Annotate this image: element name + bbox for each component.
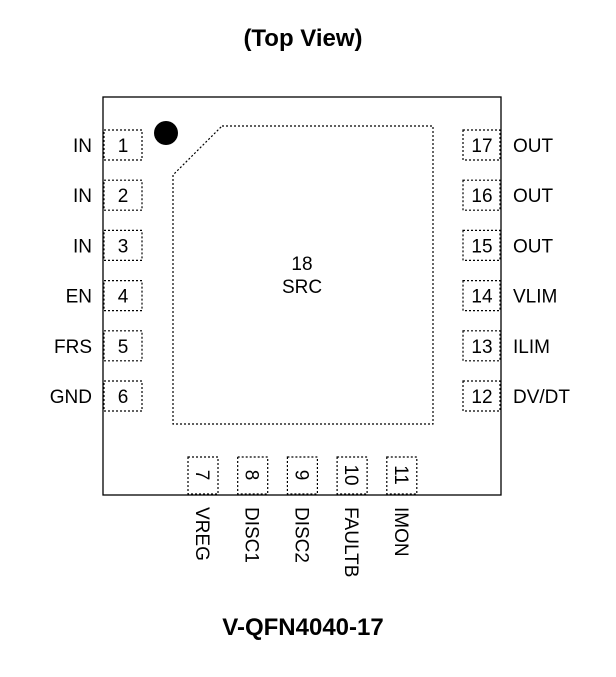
pin-14-label: VLIM — [513, 287, 557, 308]
pin-15-pad — [462, 229, 501, 261]
pin-15-number: 15 — [471, 236, 492, 257]
pin-17-pad — [462, 129, 501, 161]
pin-5-number: 5 — [118, 337, 129, 358]
pin-13-number: 13 — [471, 337, 492, 358]
pin-4-pad — [103, 280, 143, 312]
pin-1-pad — [103, 129, 143, 161]
exposed-pad-number: 18 — [291, 254, 312, 275]
pin-3-label: IN — [73, 236, 92, 257]
pin-15-label: OUT — [513, 236, 554, 257]
pin-17-label: OUT — [513, 136, 554, 157]
pin-6-pad — [103, 380, 143, 412]
pin-5-label: FRS — [54, 337, 92, 358]
pin-16-label: OUT — [513, 186, 554, 207]
pin-13-label: ILIM — [513, 337, 550, 358]
pin-9-number: 9 — [290, 470, 311, 481]
pin-4-number: 4 — [118, 287, 129, 308]
pin-13-pad — [462, 330, 501, 362]
pin-12-label: DV/DT — [513, 387, 570, 408]
package-name: V-QFN4040-17 — [222, 614, 383, 641]
pin-7-number: 7 — [191, 470, 212, 481]
pin-6-label: GND — [50, 387, 92, 408]
package-body — [102, 96, 502, 496]
exposed-pad-name: SRC — [282, 277, 322, 298]
pin-11-number: 11 — [390, 465, 411, 485]
pin-11-label: IMON — [390, 507, 411, 557]
pin-4-label: EN — [66, 287, 92, 308]
pin-2-label: IN — [73, 186, 92, 207]
exposed-pad-outline — [172, 125, 434, 425]
pin-10-pad — [336, 456, 368, 495]
pin-10-label: FAULTB — [340, 507, 361, 577]
pin-7-pad — [187, 456, 219, 495]
pin-16-pad — [462, 179, 501, 211]
pin-12-pad — [462, 380, 501, 412]
pin-9-pad — [286, 456, 318, 495]
pin-1-number: 1 — [118, 136, 129, 157]
diagram-title: (Top View) — [243, 25, 362, 52]
pin-7-label: VREG — [191, 507, 212, 561]
pin-12-number: 12 — [471, 387, 492, 408]
pin-11-pad — [386, 456, 418, 495]
pin-8-number: 8 — [241, 470, 262, 481]
pin-2-number: 2 — [118, 186, 129, 207]
pin-8-label: DISC1 — [241, 507, 262, 563]
pin1-indicator-dot — [154, 121, 178, 145]
pin-3-number: 3 — [118, 236, 129, 257]
pin-17-number: 17 — [471, 136, 492, 157]
pin-2-pad — [103, 179, 143, 211]
pin-16-number: 16 — [471, 186, 492, 207]
pin-8-pad — [237, 456, 269, 495]
pin-14-pad — [462, 280, 501, 312]
pin-5-pad — [103, 330, 143, 362]
pin-9-label: DISC2 — [290, 507, 311, 563]
pin-3-pad — [103, 229, 143, 261]
pin-14-number: 14 — [471, 287, 493, 308]
pin-6-number: 6 — [118, 387, 129, 408]
pin-10-number: 10 — [340, 464, 361, 485]
pin-1-label: IN — [73, 136, 92, 157]
